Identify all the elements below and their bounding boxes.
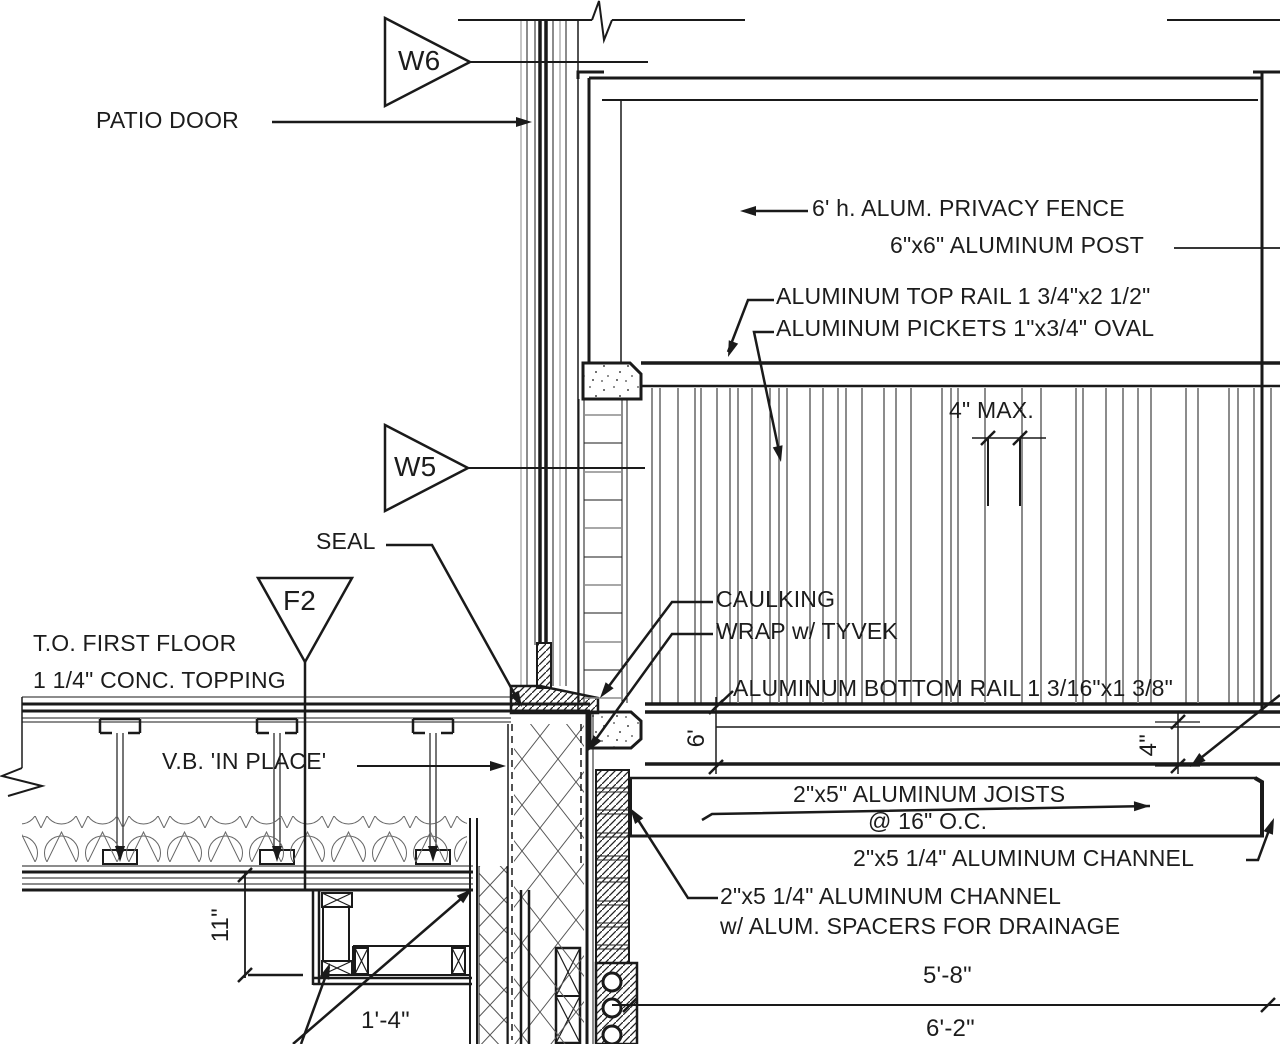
bottom-rail-label: ALUMINUM BOTTOM RAIL 1 3/16"x1 3/8" [733,676,1173,701]
vapor-barrier-label: V.B. 'IN PLACE' [162,749,326,774]
masonry-strip [596,770,629,963]
w5-marker-label: W5 [394,452,436,483]
conc-topping-label: 1 1/4" CONC. TOPPING [33,668,286,693]
channel-right-label: 2"x5 1/4" ALUMINUM CHANNEL [853,846,1194,871]
to-first-floor-label: T.O. FIRST FLOOR [33,631,236,656]
drainage-spacer [603,1026,621,1044]
drainage-spacer [603,973,621,991]
patio-door-label: PATIO DOOR [96,108,239,133]
channel-left-label-line1: 2"x5 1/4" ALUMINUM CHANNEL [720,884,1061,909]
top-rail-label: ALUMINUM TOP RAIL 1 3/4"x2 1/2" [776,284,1151,309]
w6-marker-label: W6 [398,46,440,77]
privacy-fence-label: 6' h. ALUM. PRIVACY FENCE [812,196,1125,221]
soffit-depth-dim-label: 11" [208,890,234,960]
ceiling-layers [22,866,473,890]
seal-gasket [537,643,551,688]
fence-height-dim: 6' [684,708,710,768]
seal-label: SEAL [316,529,376,554]
batt-insulation [22,816,467,862]
drainage-spacer [603,999,621,1017]
overall-width-dim: 6'-2" [926,1016,975,1042]
caulking-label: CAULKING [716,587,835,612]
floor-slab [2,697,590,796]
deck-width-dim: 5'-8" [923,963,972,989]
soffit-depth-dim [245,872,303,978]
post-bearing-block [583,363,641,399]
joists-label-line1: 2"x5" ALUMINUM JOISTS [793,782,1065,807]
picket-spacing-dim [972,438,1046,506]
post-section [579,399,627,703]
f2-marker-label: F2 [283,586,316,617]
door-threshold [511,686,598,713]
patio-door-section [521,21,578,712]
rail-gap-dim: 4" [1136,715,1162,775]
soffit-width-dim: 1'-4" [361,1008,410,1034]
pickets-label: ALUMINUM PICKETS 1"x3/4" OVAL [776,316,1154,341]
fence-top-rail [578,72,1280,713]
picket-spacing-label: 4" MAX. [949,398,1034,423]
wrap-tyvek-label: WRAP w/ TYVEK [716,619,898,644]
aluminum-post-label: 6"x6" ALUMINUM POST [890,233,1144,258]
joists-label-line2: @ 16" O.C. [868,809,987,834]
channel-left-label-line2: w/ ALUM. SPACERS FOR DRAINAGE [720,914,1120,939]
